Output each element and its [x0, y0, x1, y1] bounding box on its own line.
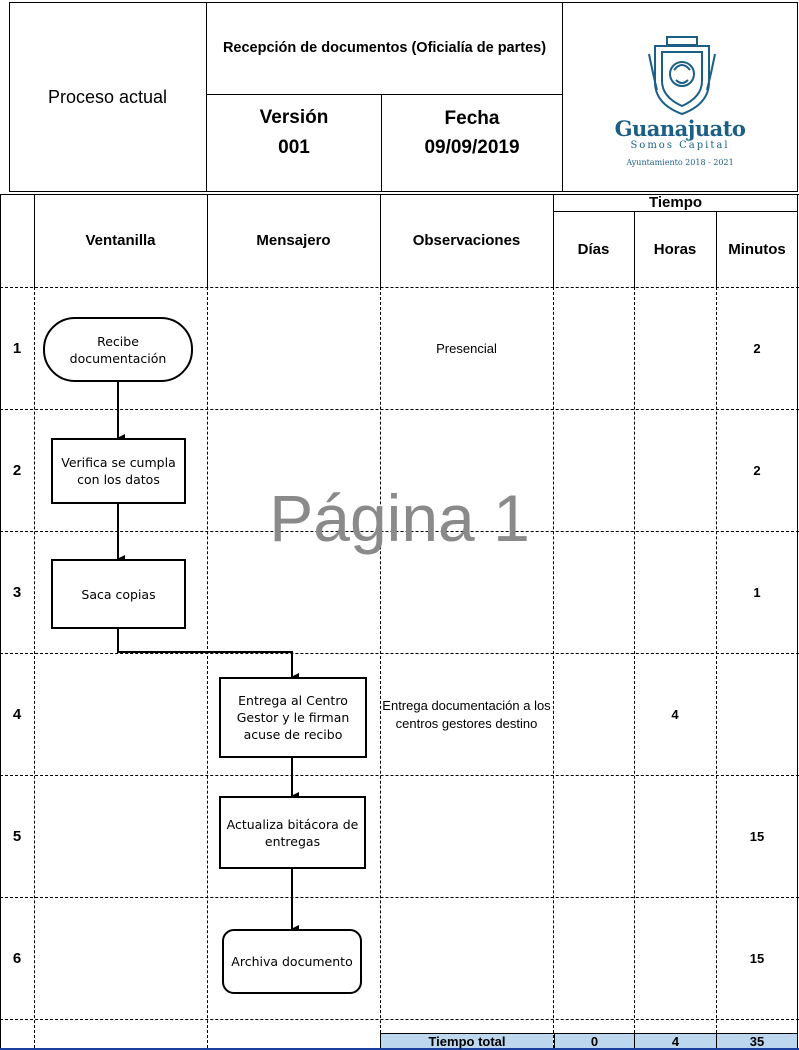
date-cell: Fecha 09/09/2019 [382, 95, 563, 192]
minutos-cell: 2 [753, 341, 761, 356]
page-watermark: Página 1 [269, 481, 530, 555]
flow-step-process: Entrega al Centro Gestor y le firman acu… [219, 677, 367, 758]
row-number: 6 [12, 950, 22, 967]
date-value: 09/09/2019 [424, 137, 520, 158]
header-divider [716, 211, 717, 287]
col-header-horas: Horas [653, 240, 697, 258]
version-label: Versión [259, 107, 329, 128]
flow-step-process: Verifica se cumpla con los datos [51, 438, 186, 504]
version-value: 001 [278, 137, 310, 158]
document-title: Recepción de documentos (Oficialía de pa… [207, 2, 563, 95]
header-block [9, 2, 798, 192]
totals-label: Tiempo total [381, 1034, 553, 1049]
grid-line [634, 287, 635, 1048]
totals-horas: 4 [634, 1034, 716, 1049]
grid-line [380, 287, 381, 1048]
grid-line [34, 287, 35, 1048]
process-label: Proceso actual [9, 2, 207, 192]
minutos-cell: 1 [753, 585, 761, 600]
grid-line [553, 287, 554, 1048]
grid-line [0, 409, 799, 410]
grid-line [0, 287, 799, 288]
row-number: 3 [12, 584, 22, 601]
header-divider [553, 194, 554, 287]
grid-line [0, 1019, 799, 1020]
observation-cell: Entrega documentación a los centros gest… [382, 698, 551, 731]
header-divider [634, 211, 635, 287]
col-header-minutos: Minutos [728, 240, 786, 258]
col-header-tiempo: Tiempo [648, 194, 703, 211]
row-number: 2 [12, 462, 22, 479]
row-number: 1 [12, 340, 22, 357]
row-number: 4 [12, 706, 22, 723]
flow-step-process: Saca copias [51, 559, 186, 629]
version-cell: Versión 001 [207, 95, 382, 192]
grid-line [0, 897, 799, 898]
grid-line [0, 775, 799, 776]
flow-step-terminator: Recibe documentación [43, 317, 193, 382]
logo-tagline: Somos Capital [630, 140, 730, 151]
logo-period: Ayuntamiento 2018 - 2021 [626, 158, 734, 167]
totals-minutos: 35 [716, 1034, 797, 1049]
grid-line [207, 287, 208, 1048]
logo-city-name: Guanajuato [614, 116, 746, 141]
row-number: 5 [12, 828, 22, 845]
table-left-border [0, 194, 1, 1050]
grid-line [0, 653, 799, 654]
table-top-border [0, 194, 799, 195]
table-right-border [797, 194, 798, 1050]
col-header-dias: Días [577, 240, 610, 258]
totals-dias: 0 [554, 1034, 634, 1049]
table-bottom-border [0, 1048, 799, 1050]
minutos-cell: 2 [753, 463, 761, 478]
col-header-ventanilla: Ventanilla [85, 232, 156, 249]
logo: Guanajuato Somos Capital Ayuntamiento 20… [563, 2, 798, 192]
tiempo-divider [553, 211, 798, 212]
col-header-mensajero: Mensajero [256, 232, 331, 249]
header-divider [34, 194, 35, 287]
flow-step-terminator: Archiva documento [222, 929, 362, 994]
grid-line [0, 531, 799, 532]
minutos-cell: 15 [749, 951, 765, 966]
horas-cell: 4 [671, 707, 679, 722]
observation-cell: Presencial [436, 341, 497, 356]
grid-line [716, 287, 717, 1048]
date-label: Fecha [444, 108, 500, 129]
header-divider [380, 194, 381, 287]
header-divider [207, 194, 208, 287]
minutos-cell: 15 [749, 829, 765, 844]
col-header-observaciones: Observaciones [412, 232, 521, 249]
coat-of-arms-icon [648, 36, 716, 116]
flow-step-process: Actualiza bitácora de entregas [219, 796, 366, 869]
